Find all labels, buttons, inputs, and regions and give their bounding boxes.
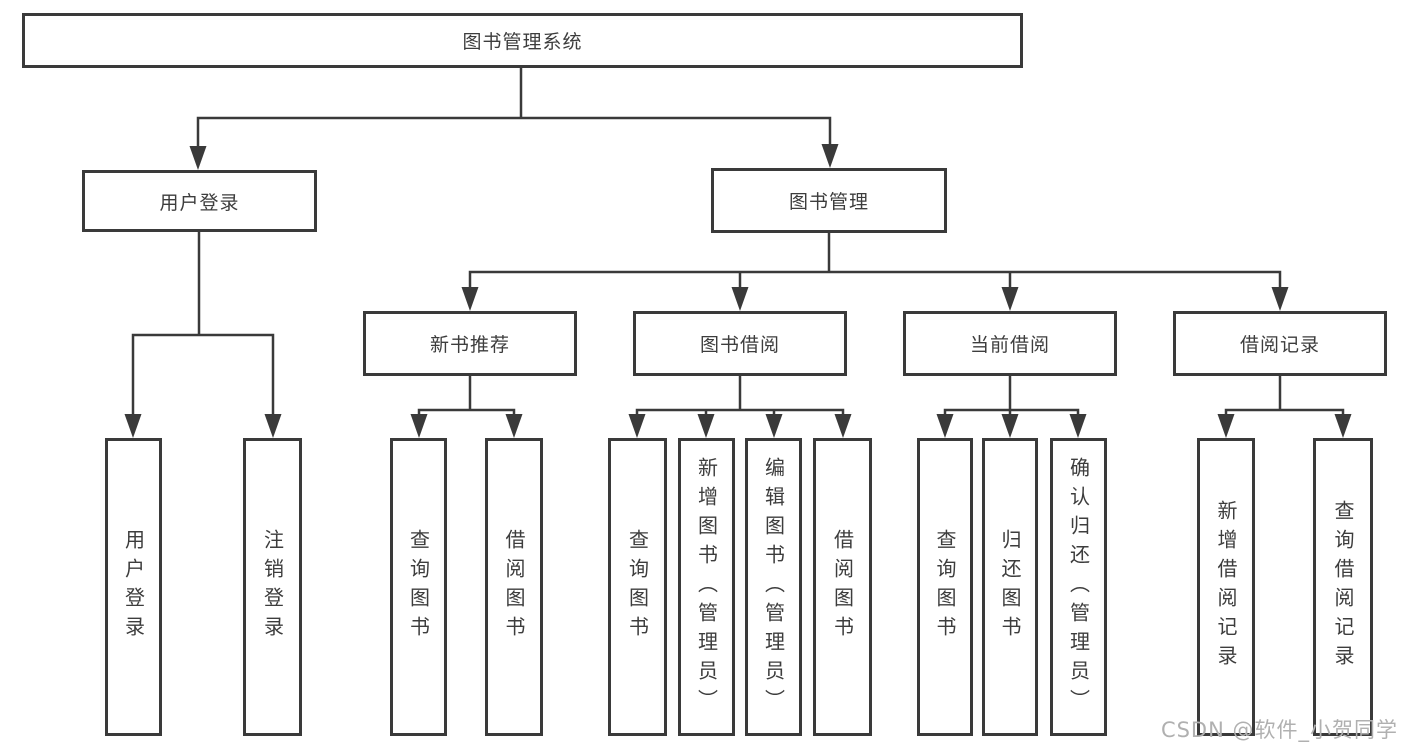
node-book-borrow-label: 图书借阅 xyxy=(699,334,780,356)
leaf-query-books-3-label: 查询图书 xyxy=(933,529,957,645)
node-book-management-label: 图书管理 xyxy=(788,191,869,213)
leaf-borrow-books-1-label: 借阅图书 xyxy=(502,529,526,645)
node-user-login: 用户登录 xyxy=(82,170,317,232)
node-book-management: 图书管理 xyxy=(711,168,947,233)
leaf-query-books-3: 查询图书 xyxy=(917,438,973,736)
leaf-borrow-books-1: 借阅图书 xyxy=(485,438,543,736)
leaf-query-books-1-label: 查询图书 xyxy=(406,529,431,645)
leaf-query-borrow-record: 查询借阅记录 xyxy=(1313,438,1373,736)
leaf-confirm-return-admin-label: 确认归还（管理员） xyxy=(1066,456,1091,718)
leaf-user-login-label: 用户登录 xyxy=(121,529,146,645)
leaf-logout: 注销登录 xyxy=(243,438,302,736)
leaf-query-books-2: 查询图书 xyxy=(608,438,667,736)
leaf-confirm-return-admin: 确认归还（管理员） xyxy=(1050,438,1107,736)
leaf-add-books-admin-label: 新增图书（管理员） xyxy=(694,456,719,718)
node-current-borrow: 当前借阅 xyxy=(903,311,1117,376)
leaf-query-books-2-label: 查询图书 xyxy=(625,529,650,645)
node-root-label: 图书管理系统 xyxy=(462,31,583,53)
leaf-logout-label: 注销登录 xyxy=(260,529,285,645)
leaf-add-borrow-record-label: 新增借阅记录 xyxy=(1214,500,1238,674)
node-root: 图书管理系统 xyxy=(22,13,1023,68)
csdn-watermark: CSDN @软件_小贺同学 xyxy=(1160,718,1398,742)
leaf-add-books-admin: 新增图书（管理员） xyxy=(678,438,735,736)
leaf-borrow-books-2-label: 借阅图书 xyxy=(830,529,855,645)
leaf-borrow-books-2: 借阅图书 xyxy=(813,438,872,736)
leaf-edit-books-admin-label: 编辑图书（管理员） xyxy=(761,456,786,718)
leaf-query-books-1: 查询图书 xyxy=(390,438,447,736)
node-borrow-records: 借阅记录 xyxy=(1173,311,1387,376)
leaf-return-books-label: 归还图书 xyxy=(998,529,1022,645)
leaf-user-login: 用户登录 xyxy=(105,438,162,736)
leaf-return-books: 归还图书 xyxy=(982,438,1038,736)
node-borrow-records-label: 借阅记录 xyxy=(1239,334,1320,356)
leaf-query-borrow-record-label: 查询借阅记录 xyxy=(1331,500,1355,674)
node-current-borrow-label: 当前借阅 xyxy=(969,334,1050,356)
node-user-login-label: 用户登录 xyxy=(159,191,240,214)
leaf-edit-books-admin: 编辑图书（管理员） xyxy=(745,438,802,736)
leaf-add-borrow-record: 新增借阅记录 xyxy=(1197,438,1255,736)
node-book-borrow: 图书借阅 xyxy=(633,311,847,376)
node-new-book-recommend-label: 新书推荐 xyxy=(429,334,510,356)
node-new-book-recommend: 新书推荐 xyxy=(363,311,577,376)
